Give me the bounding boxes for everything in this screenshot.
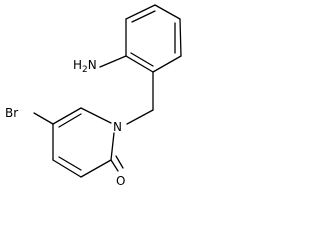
bromine-label: Br xyxy=(5,106,18,120)
bond-carbonyl-b xyxy=(115,155,124,169)
bond-bromine xyxy=(33,112,54,125)
bond-benzene-4 xyxy=(152,55,182,73)
bond-pyr-c3-c2 xyxy=(80,159,112,178)
benzene-ring xyxy=(125,4,182,73)
bond-pyr-c2-n xyxy=(110,132,115,161)
bond-benzene-5 xyxy=(125,55,154,73)
bond-ch2-n xyxy=(126,109,154,125)
bond-amine xyxy=(99,55,127,68)
bond-benzene-double-c xyxy=(130,52,154,67)
structure-canvas: H2N Br N O xyxy=(5,4,182,188)
bond-pyr-c4-c3-double xyxy=(58,156,82,171)
bond-pyr-n-c6 xyxy=(80,107,112,124)
bond-pyr-c4-c3 xyxy=(52,159,82,178)
bond-benzene-double-a xyxy=(131,10,156,23)
bond-benzene-1 xyxy=(125,4,156,20)
pyridinone-ring xyxy=(52,107,115,178)
ring-nitrogen-label: N xyxy=(113,120,122,134)
carbonyl-oxygen-label: O xyxy=(116,174,125,188)
bond-pyr-c6-c5 xyxy=(52,107,82,125)
molecule-drawing: H2N Br N O xyxy=(5,4,182,188)
amine-label: H2N xyxy=(73,58,97,75)
bond-benzene-3 xyxy=(179,18,182,57)
bond-pyr-c6-c5-double xyxy=(58,113,82,128)
bond-carbonyl-a xyxy=(110,159,119,172)
bond-benzene-2 xyxy=(154,4,181,20)
